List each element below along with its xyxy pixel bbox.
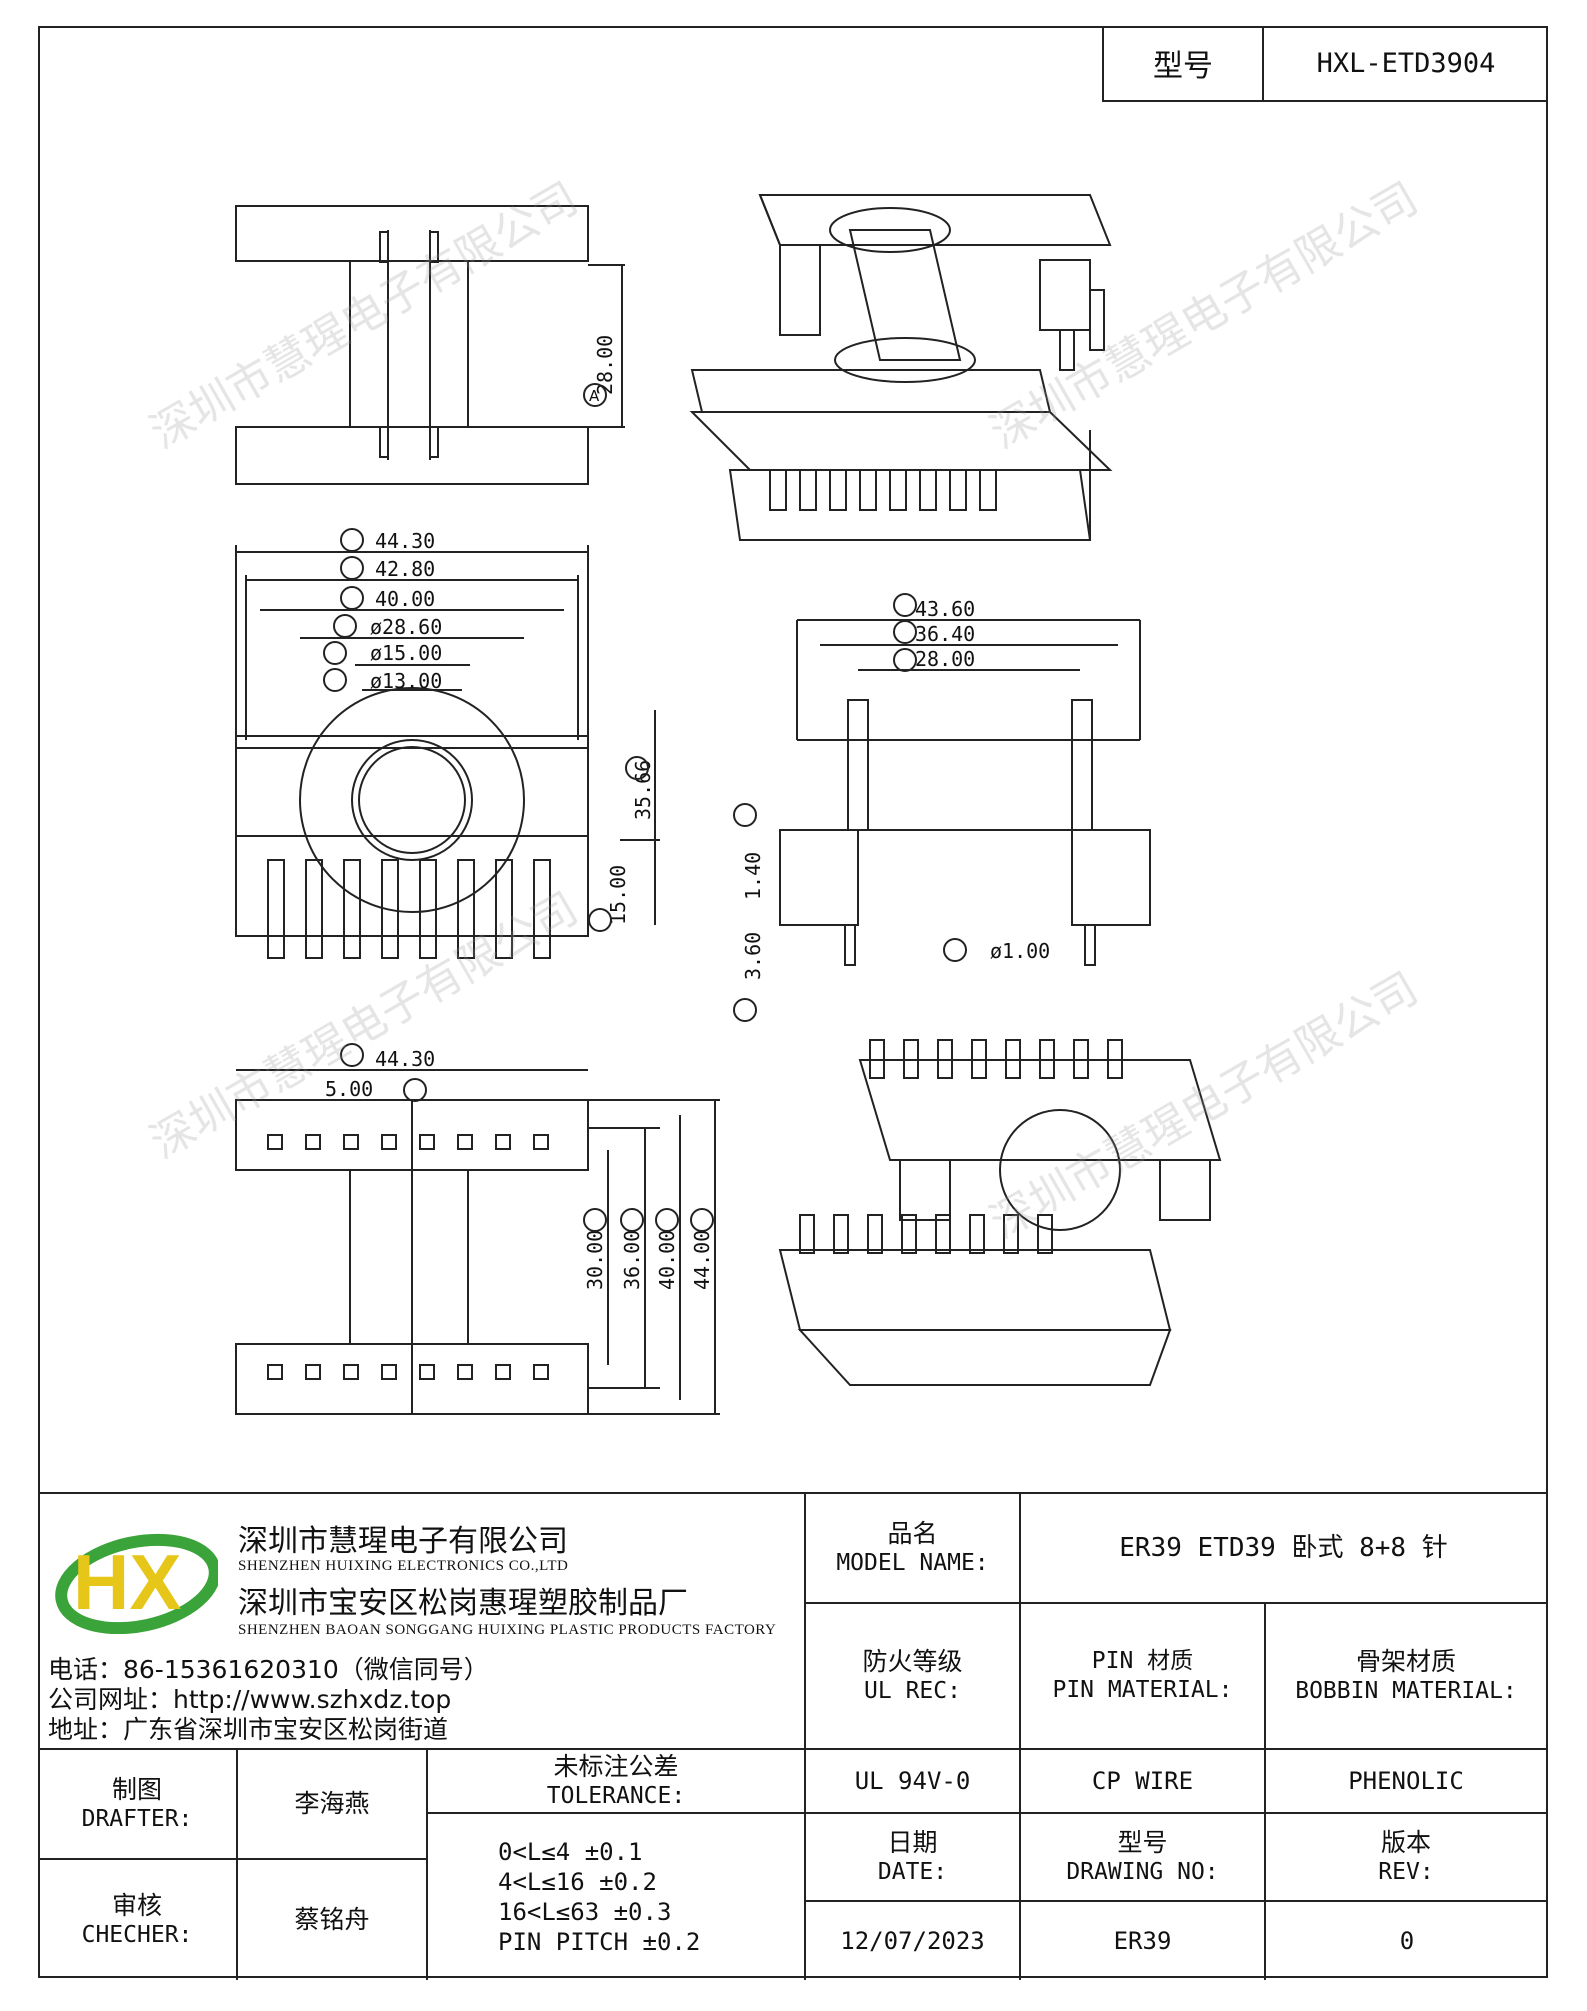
svg-text:A: A <box>589 387 600 405</box>
technical-drawing: 28.00 A <box>235 194 1222 1415</box>
drawing-no-value: ER39 <box>1021 1902 1266 1980</box>
front-view: 44.30 42.80 40.00 ø28.60 ø15.00 ø13.00 3… <box>235 528 660 959</box>
company-name-en: SHENZHEN HUIXING ELECTRONICS CO.,LTD <box>238 1558 569 1574</box>
dim-h-value: 35.66 <box>631 760 655 820</box>
tolerance-row: 16<L≤63 ±0.3 <box>498 1898 672 1926</box>
dim-f-value: ø15.00 <box>370 641 442 665</box>
drafter-name: 李海燕 <box>238 1750 428 1860</box>
checker-name: 蔡铭舟 <box>238 1860 428 1980</box>
dim-q-value: 5.00 <box>325 1077 373 1101</box>
ul-value: UL 94V-0 <box>806 1750 1021 1814</box>
model-value: HXL-ETD3904 <box>1316 47 1496 79</box>
dim-j-value: 43.60 <box>915 597 975 621</box>
dim-l-top-value: 28.00 <box>915 647 975 671</box>
dim-n-value: 3.60 <box>741 932 765 980</box>
company-phone: 电话：86-15361620310（微信同号） <box>48 1655 489 1684</box>
tolerance-row: 4<L≤16 ±0.2 <box>498 1868 657 1896</box>
drawing-frame <box>38 26 1548 1978</box>
tolerance-row: PIN PITCH ±0.2 <box>498 1928 701 1956</box>
dim-b-value: 44.30 <box>375 529 435 553</box>
dim-o-value: ø1.00 <box>990 939 1050 963</box>
company-info: HX 深圳市慧瑆电子有限公司 SHENZHEN HUIXING ELECTRON… <box>38 1494 806 1750</box>
rev-value: 0 <box>1399 1927 1415 1955</box>
bobbin-material-value: PHENOLIC <box>1266 1750 1548 1814</box>
bottom-view: 44.30 5.00 30.00 36.00 40.00 44.00 <box>235 1043 720 1415</box>
title-block: HX 深圳市慧瑆电子有限公司 SHENZHEN HUIXING ELECTRON… <box>38 1492 1548 1980</box>
isometric-bottom-view <box>778 1039 1222 1386</box>
tolerance-values: 0<L≤4 ±0.1 4<L≤16 ±0.2 16<L≤63 ±0.3 PIN … <box>428 1814 806 1980</box>
company-name-cn: 深圳市慧瑆电子有限公司 <box>238 1524 568 1559</box>
date-value: 12/07/2023 <box>806 1902 1021 1980</box>
dim-d-value: 40.00 <box>375 587 435 611</box>
logo-text: HX <box>73 1538 181 1626</box>
company-logo: HX <box>55 1533 218 1634</box>
factory-name-cn: 深圳市宝安区松岗惠瑆塑胶制品厂 <box>238 1586 688 1621</box>
tolerance-row: 0<L≤4 ±0.1 <box>498 1838 643 1866</box>
isometric-top-view <box>689 194 1113 541</box>
dim-k-value: 36.40 <box>915 622 975 646</box>
dim-g-value: ø13.00 <box>370 669 442 693</box>
top-view: 28.00 A <box>235 205 625 485</box>
model-label: 型号 <box>1104 26 1264 100</box>
dim-c-value: 42.80 <box>375 557 435 581</box>
dim-a-value: 28.00 <box>593 335 617 395</box>
dim-l-value: 30.00 <box>583 1230 607 1290</box>
dim-s-value: 40.00 <box>655 1230 679 1290</box>
dim-r-value: 44.00 <box>690 1230 714 1290</box>
dim-e-value: ø28.60 <box>370 615 442 639</box>
company-website: 公司网址：http://www.szhxdz.top <box>48 1685 452 1714</box>
side-view: 43.60 36.40 28.00 1.40 3.60 ø1.00 <box>733 593 1151 1022</box>
company-address: 地址：广东省深圳市宝安区松岗街道 <box>48 1715 449 1744</box>
dim-t-value: 36.00 <box>620 1230 644 1290</box>
dim-p-value: 44.30 <box>375 1047 435 1071</box>
model-name-value: ER39 ETD39 卧式 8+8 针 <box>1021 1494 1548 1604</box>
factory-name-en: SHENZHEN BAOAN SONGGANG HUIXING PLASTIC … <box>238 1622 777 1638</box>
dim-m-value: 1.40 <box>741 852 765 900</box>
pin-material-value: CP WIRE <box>1021 1750 1266 1814</box>
model-number-box: 型号 HXL-ETD3904 <box>1102 26 1548 102</box>
